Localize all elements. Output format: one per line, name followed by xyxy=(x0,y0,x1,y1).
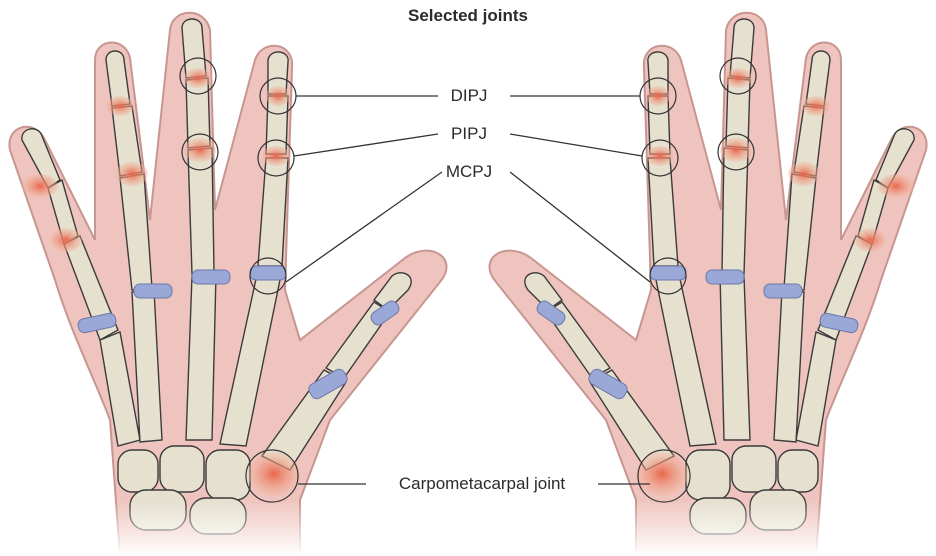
mcpj-label: MCPJ xyxy=(434,162,504,182)
dipj-label: DIPJ xyxy=(434,86,504,106)
leader-lines xyxy=(286,96,650,484)
pipj-label: PIPJ xyxy=(434,124,504,144)
carpometacarpal-label: Carpometacarpal joint xyxy=(362,474,602,494)
